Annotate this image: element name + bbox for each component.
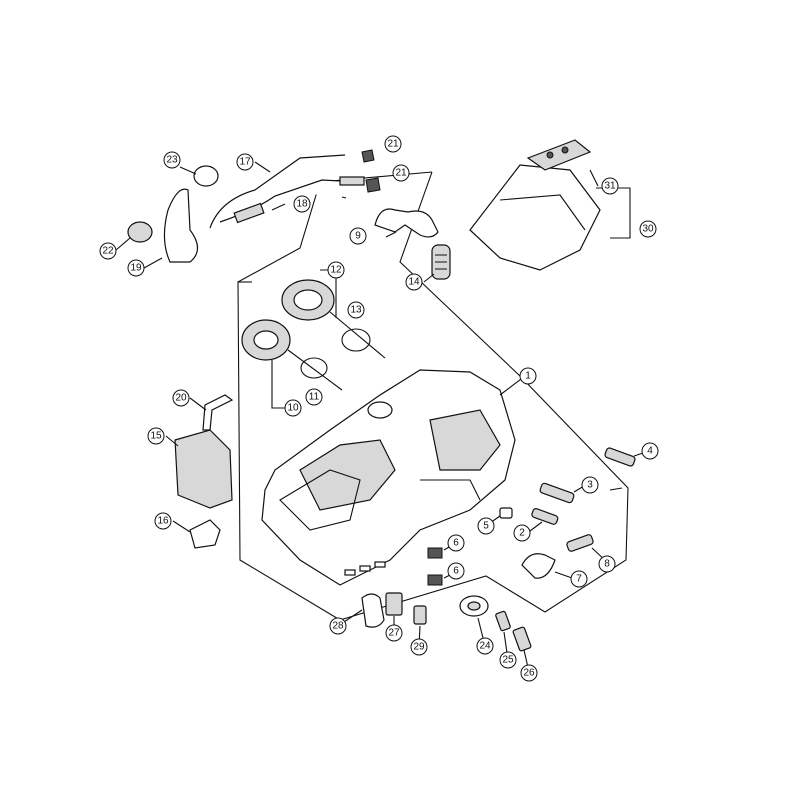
svg-text:10: 10	[287, 403, 299, 414]
callout-21a: 21	[384, 135, 402, 153]
svg-text:30: 30	[642, 224, 654, 235]
air-filter-element-part	[241, 279, 386, 391]
svg-text:6: 6	[453, 566, 459, 577]
fuel-filter-part	[431, 244, 451, 280]
callout-12: 12	[327, 261, 345, 279]
label-plate-part	[526, 139, 592, 171]
handle-bracket-part	[163, 188, 199, 263]
svg-text:29: 29	[413, 642, 425, 653]
svg-text:19: 19	[130, 263, 142, 274]
callout-6b: 6	[447, 562, 465, 580]
o-ring-part	[300, 328, 371, 379]
svg-text:21: 21	[387, 139, 399, 150]
callout-3: 3	[581, 476, 599, 494]
svg-text:15: 15	[150, 431, 162, 442]
svg-text:1: 1	[525, 371, 531, 382]
svg-text:21: 21	[395, 168, 407, 179]
svg-text:22: 22	[102, 246, 114, 257]
callout-28: 28	[329, 617, 347, 635]
callout-25: 25	[499, 651, 517, 669]
fuel-hose-part	[209, 154, 365, 229]
svg-text:24: 24	[479, 641, 491, 652]
svg-text:9: 9	[355, 231, 361, 242]
clip-part	[427, 547, 443, 586]
svg-text:6: 6	[453, 538, 459, 549]
svg-text:14: 14	[408, 277, 420, 288]
svg-text:23: 23	[166, 155, 178, 166]
svg-text:25: 25	[502, 655, 514, 666]
callout-11: 11	[305, 388, 323, 406]
hose-connector-part	[361, 149, 381, 193]
svg-text:2: 2	[519, 528, 525, 539]
gasket-part	[361, 593, 385, 628]
screw-part	[413, 605, 532, 652]
callout-18: 18	[293, 195, 311, 213]
callout-14: 14	[405, 273, 423, 291]
callout-27: 27	[385, 624, 403, 642]
callout-24: 24	[476, 637, 494, 655]
callout-29: 29	[410, 638, 428, 656]
side-plate-part	[174, 429, 233, 509]
callout-31: 31	[601, 177, 619, 195]
svg-text:17: 17	[239, 157, 251, 168]
fitting-part	[499, 447, 636, 579]
callout-8: 8	[598, 555, 616, 573]
svg-text:27: 27	[388, 628, 400, 639]
svg-text:28: 28	[332, 621, 344, 632]
callout-17: 17	[236, 153, 254, 171]
callout-22: 22	[99, 242, 117, 260]
callout-4: 4	[641, 442, 659, 460]
callout-23: 23	[163, 151, 181, 169]
callout-19: 19	[127, 259, 145, 277]
svg-text:8: 8	[604, 559, 610, 570]
callout-1: 1	[519, 367, 537, 385]
callout-15: 15	[147, 427, 165, 445]
pipe-fitting-part	[374, 208, 439, 238]
callout-10: 10	[284, 399, 302, 417]
svg-text:31: 31	[604, 181, 616, 192]
grommet-part	[127, 165, 219, 243]
svg-text:12: 12	[330, 265, 342, 276]
callout-21b: 21	[392, 164, 410, 182]
svg-text:13: 13	[350, 305, 362, 316]
svg-text:18: 18	[296, 199, 308, 210]
svg-text:4: 4	[647, 446, 653, 457]
cover-part	[469, 164, 601, 271]
svg-text:20: 20	[175, 393, 187, 404]
svg-text:7: 7	[576, 574, 582, 585]
svg-text:5: 5	[483, 521, 489, 532]
svg-text:11: 11	[309, 392, 320, 403]
callout-9: 9	[349, 227, 367, 245]
callout-26: 26	[520, 664, 538, 682]
callout-16: 16	[154, 512, 172, 530]
svg-text:3: 3	[587, 480, 593, 491]
callout-5: 5	[477, 517, 495, 535]
callout-20: 20	[172, 389, 190, 407]
callout-6a: 6	[447, 534, 465, 552]
callout-7: 7	[570, 570, 588, 588]
callout-30: 30	[639, 220, 657, 238]
tube-part	[202, 394, 234, 431]
svg-text:26: 26	[523, 668, 535, 679]
main-housing-part	[261, 369, 516, 586]
bracket-part	[385, 592, 403, 616]
bushing-part	[459, 595, 489, 617]
callout-13: 13	[347, 301, 365, 319]
svg-text:16: 16	[157, 516, 169, 527]
callout-2: 2	[513, 524, 531, 542]
chain-catcher-part	[189, 519, 221, 549]
